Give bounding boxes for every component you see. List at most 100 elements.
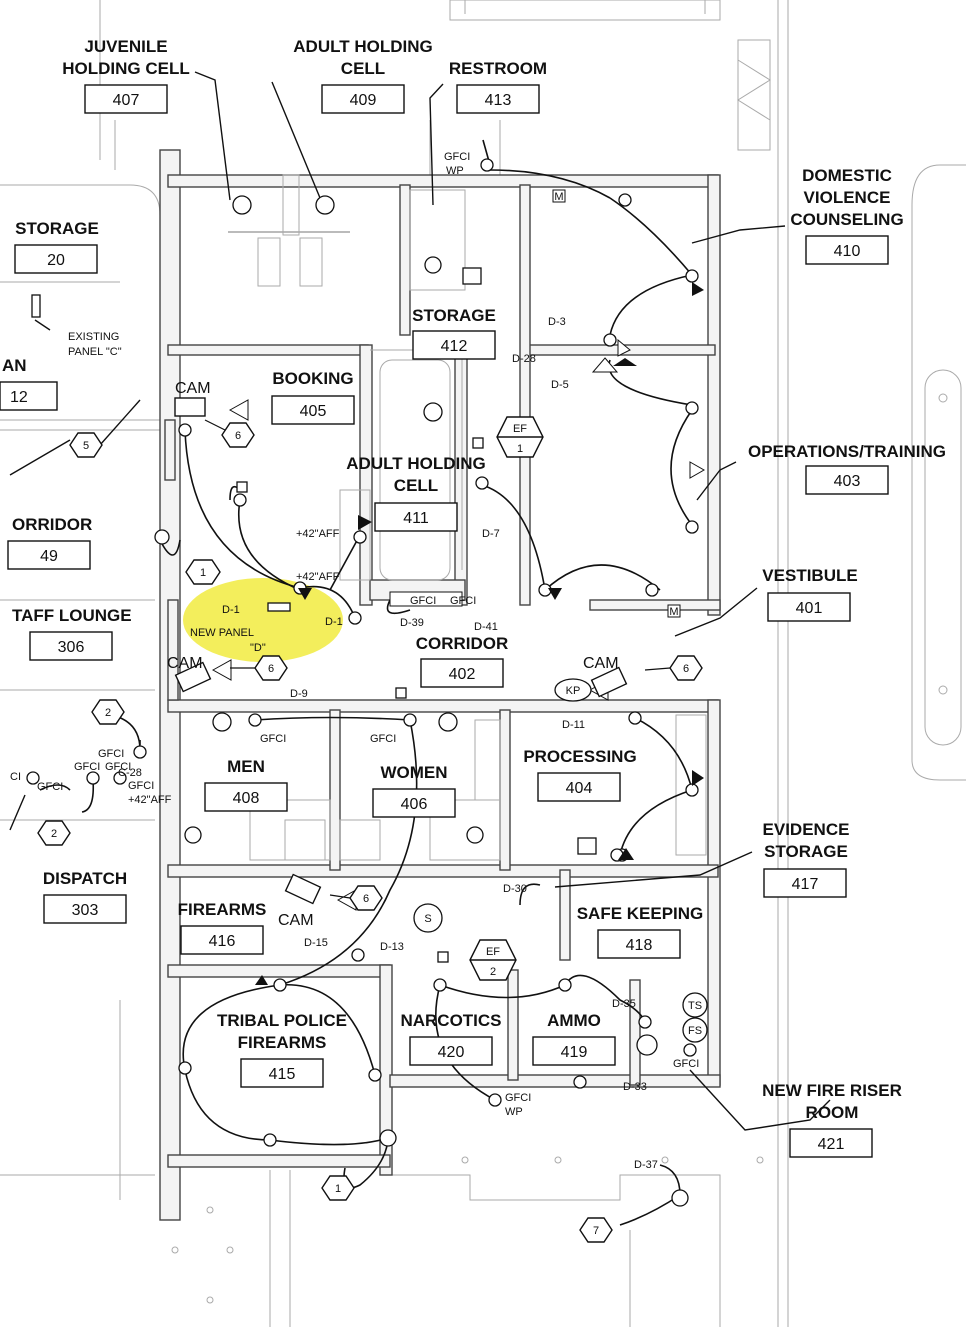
- smoke-detector-label: S: [424, 913, 431, 925]
- outlet-icon: [248, 713, 262, 727]
- outlet-symbols: [26, 158, 708, 1207]
- circuit-label: D-1: [325, 616, 343, 628]
- tag-hex-6c: [669, 655, 703, 681]
- receptacle-icon: [395, 687, 407, 699]
- circuit-label: D-33: [623, 1081, 647, 1093]
- outlet-icon: [638, 1015, 652, 1029]
- note-text: WP: [446, 165, 464, 177]
- outlet-icon: [233, 493, 247, 507]
- circuit-label: D-3: [548, 316, 566, 328]
- outlet-icon: [86, 771, 100, 785]
- room-label: PROCESSING: [523, 747, 636, 766]
- room-label: STORAGE: [412, 306, 496, 325]
- room-number: 406: [401, 796, 428, 813]
- toilet-icon: [424, 256, 442, 274]
- outlet-icon: [178, 1061, 192, 1075]
- circuit-labels: D-1 D-1 D-3 D-5 D-7 D-9 D-11 D-13 D-15 D…: [222, 316, 658, 1171]
- tag-hex-6b: [254, 655, 288, 681]
- note-text: GFCI: [37, 781, 63, 793]
- room-label: VIOLENCE: [804, 188, 891, 207]
- building-walls: [159, 149, 721, 1221]
- tag-numbers: 5 6 1 6 2 2 6 6 1 7 EF 1 EF 2 KP S TS FS…: [51, 191, 702, 1237]
- outlet-icon: [488, 1093, 502, 1107]
- room-number: 20: [47, 252, 65, 269]
- circuit-label: D-13: [380, 941, 404, 953]
- room-number: 404: [566, 780, 593, 797]
- camera-icon: [174, 397, 206, 417]
- fan-label: EF: [513, 423, 527, 435]
- toilet-icon: [184, 826, 202, 844]
- room-number: 49: [40, 548, 58, 565]
- outlet-icon: [154, 529, 170, 545]
- outlet-icon: [628, 711, 642, 725]
- tag-number: 6: [235, 430, 241, 442]
- outlet-icon: [433, 978, 447, 992]
- room-number: 411: [403, 510, 429, 527]
- cam-label: CAM: [278, 912, 314, 929]
- outlet-icon: [178, 423, 192, 437]
- motor-label: M: [554, 191, 563, 203]
- room-number: 413: [485, 92, 512, 109]
- room-label: AN: [2, 356, 27, 375]
- new-panel-icon: [267, 602, 291, 612]
- note-text: GFCI: [410, 595, 436, 607]
- room-label: VESTIBULE: [762, 566, 857, 585]
- room-number: 402: [449, 666, 476, 683]
- note-text: GFCI: [74, 761, 100, 773]
- outlet-icon: [351, 948, 365, 962]
- note-text: GFCI: [505, 1092, 531, 1104]
- circuit-label: D-15: [304, 937, 328, 949]
- fan-number: 1: [517, 443, 523, 455]
- tag-number: 6: [683, 663, 689, 675]
- tag-number: 5: [83, 440, 89, 452]
- outlet-icon: [113, 771, 127, 785]
- clock-icon: [212, 712, 232, 732]
- outlet-icon: [273, 978, 287, 992]
- outlet-icon: [26, 771, 40, 785]
- room-label: CORRIDOR: [416, 634, 509, 653]
- room-label: EVIDENCE: [763, 820, 850, 839]
- ts-label: TS: [688, 1000, 702, 1012]
- room-number: 421: [818, 1136, 845, 1153]
- cam-label: CAM: [583, 655, 619, 672]
- toilet-icon: [423, 402, 443, 422]
- outlet-icon: [685, 269, 699, 283]
- circuit-label: D-9: [290, 688, 308, 700]
- circuit-label: D-1: [222, 604, 240, 616]
- room-label: ADULT HOLDING: [293, 37, 432, 56]
- room-label: WOMEN: [380, 763, 447, 782]
- circuit-label: D-30: [503, 883, 527, 895]
- panel-box-icon: [462, 267, 482, 285]
- room-label: JUVENILE: [84, 37, 167, 56]
- fan-label: EF: [486, 946, 500, 958]
- outlet-icon: [671, 1189, 689, 1207]
- tag-number: 2: [51, 828, 57, 840]
- fan-number: 2: [490, 966, 496, 978]
- motor-icon: [552, 189, 566, 203]
- room-number: 419: [561, 1044, 588, 1061]
- gfci-strip: [389, 591, 463, 607]
- receptacle-icon: [437, 951, 449, 963]
- speaker-icon: [232, 195, 252, 215]
- fs-icon: [682, 1017, 708, 1043]
- room-label: DOMESTIC: [802, 166, 892, 185]
- cam-label: CAM: [167, 655, 203, 672]
- circuit-label: D-11: [562, 719, 585, 731]
- room-labels: JUVENILE HOLDING CELL 407 ADULT HOLDING …: [2, 37, 946, 1153]
- outlet-icon: [618, 193, 632, 207]
- note-text: +42"AFF: [296, 571, 340, 583]
- outlet-icon: [353, 530, 367, 544]
- toilet-icon: [466, 826, 484, 844]
- room-number: 415: [269, 1066, 296, 1083]
- note-text: GFCI: [260, 733, 286, 745]
- note-text: CI: [10, 771, 21, 783]
- tag-number: 7: [593, 1225, 599, 1237]
- room-number: 403: [834, 473, 861, 490]
- note-text: NEW PANEL: [190, 627, 254, 639]
- room-label: BOOKING: [272, 369, 353, 388]
- receptacle-icon: [472, 437, 484, 449]
- room-label: ADULT HOLDING: [346, 454, 485, 473]
- room-number: 407: [113, 92, 140, 109]
- outlet-icon: [558, 978, 572, 992]
- outlet-icon: [645, 583, 659, 597]
